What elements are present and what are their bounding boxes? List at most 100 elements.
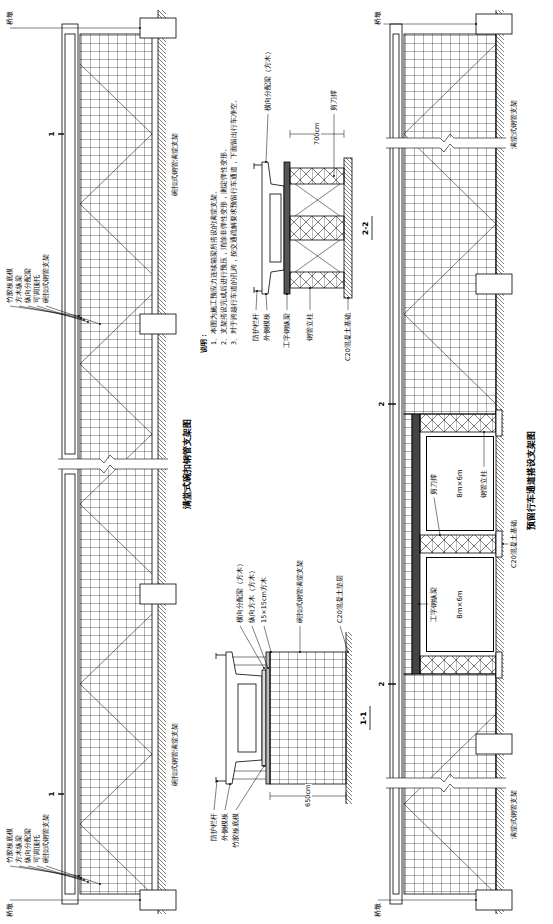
leader-line [37,866,88,882]
pier [140,584,176,604]
section-cut [58,133,64,134]
section-mark: 1 [48,791,56,798]
part-label: 桥墩 [375,902,382,918]
leader-line [19,866,81,878]
part-label: 防护栏杆 [253,312,260,342]
scaffold [404,34,496,414]
leader-line [214,781,217,810]
foundation [344,158,352,298]
part-label: 工字钢纵梁 [431,586,438,623]
girder-void [270,194,281,262]
steel-column [290,168,344,184]
guard-rail [254,163,262,293]
leader-line [287,294,288,310]
leader-line [378,900,476,901]
leader-dot [309,287,311,289]
scissor-brace [404,44,496,894]
section-cut [388,683,396,684]
drawing-part [58,10,512,914]
part-label: 外侧模板 [222,812,229,842]
leader-line [240,626,264,668]
leader-dot [80,317,82,319]
part-label: 方木纵梁 [16,274,23,304]
leader-line [384,24,477,25]
leader-line [266,294,267,310]
leader-dot [439,534,441,536]
part-label: 纵向分配梁 [25,267,32,304]
steel-column [290,216,344,240]
note-heading: 说明： [200,331,208,354]
section-mark: 1 [48,131,56,138]
drawing-title: 满堂式碗扣钢管支架图 [183,418,193,510]
leader-dot [347,651,349,653]
scaffold [270,652,346,784]
leader-line [46,306,100,324]
note-text: 1、本图为施工预应力连续箱梁所搭设的满堂支架。 [211,186,218,346]
pier [476,890,512,910]
part-label: 钢管立柱 [481,469,488,499]
leader-dot [418,603,420,605]
pier [140,18,176,38]
girder-section [226,652,262,784]
leader-line [10,28,140,29]
leader-line [236,766,264,810]
part-label: 方木纵梁 [16,834,23,864]
leader-dot [263,765,265,767]
break-line [386,134,506,792]
girder-void [238,684,256,752]
part-label: 外侧模板 [264,312,271,342]
girder-void [393,34,399,894]
bottom-form [262,670,266,766]
cross-brace [295,184,340,272]
leader-dot [80,877,82,879]
note-text: 3、对于跨越行车道的孔跨，按交通疏解要求预留行车通道，下面留出行车净空。 [231,95,238,346]
leader-dot [286,293,288,295]
part-label: C20混凝土基础 [345,312,352,362]
section-title: 1-1 [360,710,369,726]
leader-line [225,784,230,810]
leader-dot [265,161,267,163]
steel-column [420,535,496,553]
part-label: 竹胶板底模 [7,267,14,304]
note-text: 2、支架搭设完成后进行预压，消除非弹性变形，测定弹性变形。 [221,144,228,346]
opening-size: 8m×6m [456,589,464,619]
leader-line [419,604,429,605]
leader-dot [139,27,141,29]
leader-line [310,288,311,310]
leader-dot [99,323,101,325]
leader-dot [139,899,141,901]
part-label: 竹胶板底模 [7,827,14,864]
girder-void [65,34,75,454]
part-label: 可调顶托 [34,834,41,864]
part-label: 碗扣式钢管满堂支架 [172,722,179,787]
section-cut [58,793,64,794]
part-label: 碗扣式钢管满堂支架 [297,559,304,624]
part-label: 碗扣式钢管支架 [43,813,50,864]
girder-void [65,474,75,894]
part-label: 桥墩 [7,10,14,26]
cantilever-support [232,657,266,779]
leader-dot [502,543,504,545]
ground [346,632,352,804]
pier [476,14,512,34]
part-label: 碗扣式钢管支架 [43,253,50,304]
part-label: 横向分配梁（方木） [237,559,244,624]
part-label: C20混凝土基础 [511,519,518,569]
part-label: 满堂式钢管支架 [511,99,518,150]
pier [476,274,512,294]
leader-dot [87,881,89,883]
break [58,459,168,469]
leader-dot [299,651,301,653]
leader-dot [475,899,477,901]
leader-line [264,626,271,652]
leader-line [434,498,440,536]
leader-dot [483,431,485,433]
part-label: 15×15cm方木 [261,576,268,624]
part-label: 竹胶板底模 [233,812,240,849]
leader-line [484,432,485,467]
part-label: C20混凝土垫层 [337,574,344,624]
leader-dot [270,651,272,653]
leader-lines [10,23,509,901]
